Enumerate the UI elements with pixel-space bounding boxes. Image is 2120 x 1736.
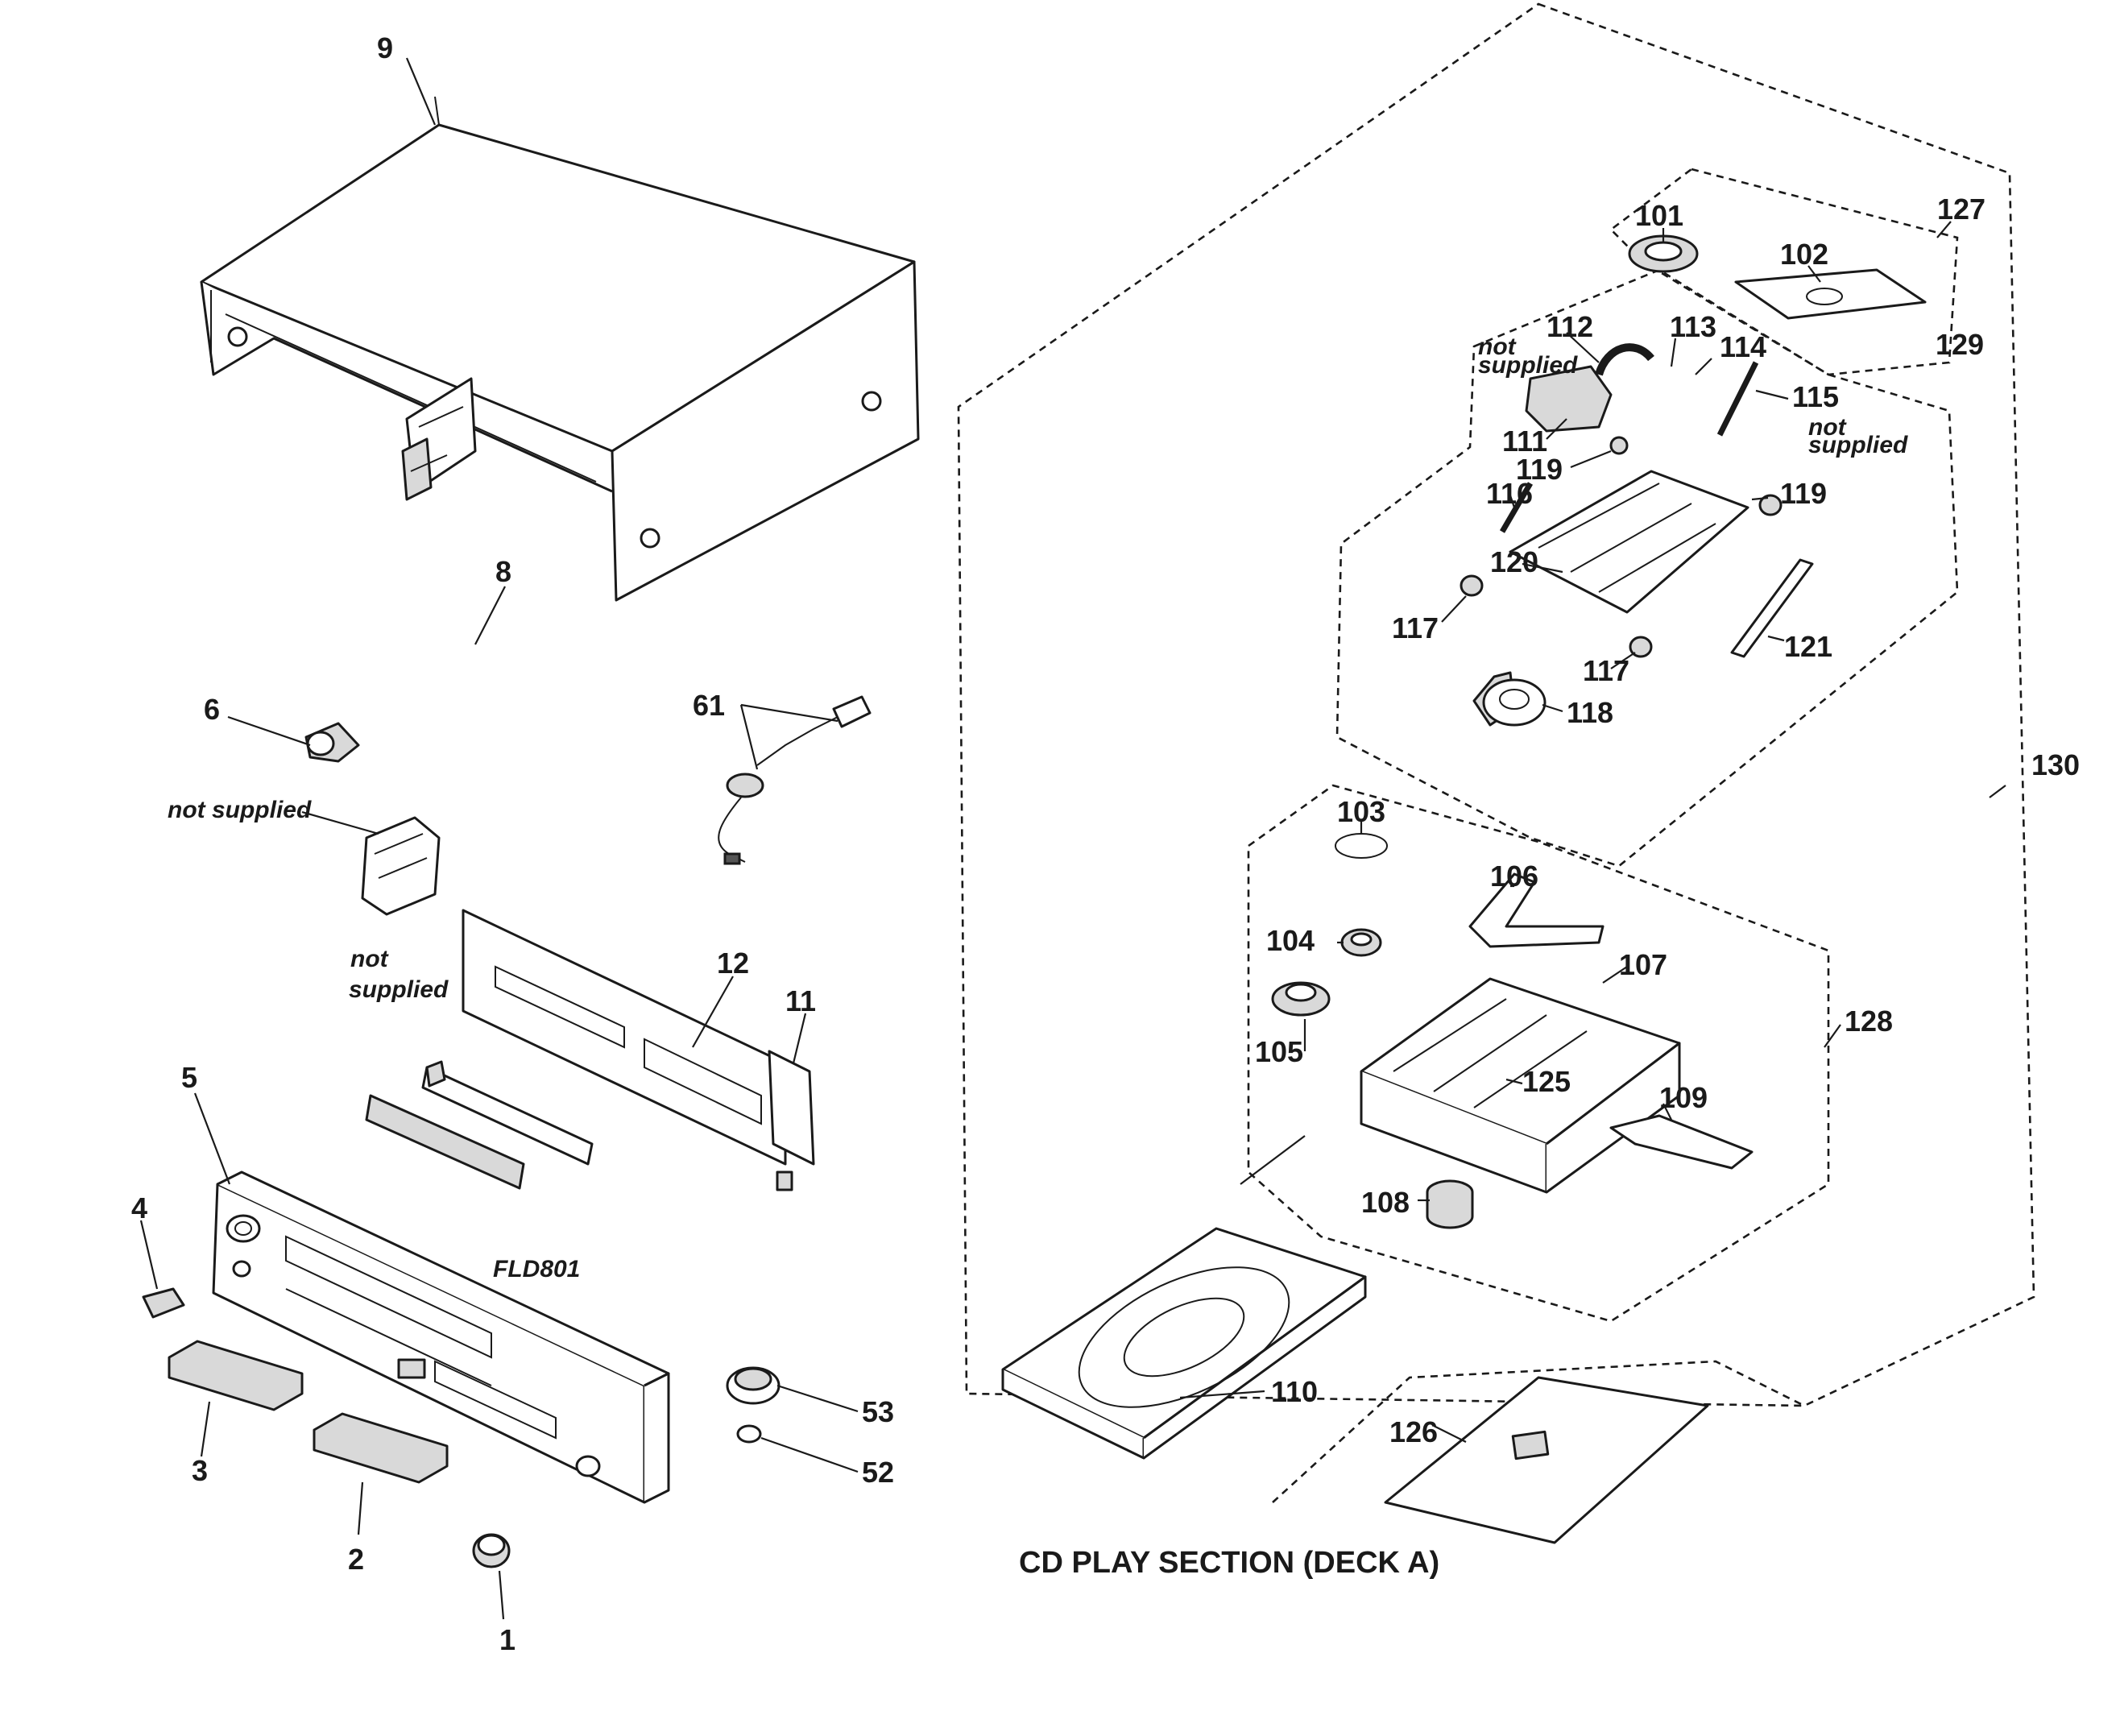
label-116: 116 — [1486, 477, 1533, 510]
label-fld801: FLD801 — [493, 1256, 580, 1282]
section-caption: CD PLAY SECTION (DECK A) — [1019, 1546, 1439, 1580]
label-103: 103 — [1337, 795, 1385, 828]
label-1: 1 — [499, 1623, 516, 1656]
part-110-disc-tray — [1001, 1227, 1367, 1460]
label-101: 101 — [1635, 199, 1683, 232]
part-101-turntable — [1628, 234, 1699, 273]
part-126-sheet — [1384, 1376, 1709, 1544]
label-2: 2 — [348, 1543, 364, 1576]
label-106: 106 — [1490, 860, 1538, 893]
part-labels: 9 8 6 61 not supplied 12 11 not supplied… — [131, 31, 2080, 1656]
part-53-gear — [726, 1366, 781, 1405]
label-114: 114 — [1720, 330, 1766, 363]
label-119b: 119 — [1780, 477, 1827, 510]
part-fld-holder — [421, 1060, 594, 1166]
label-107: 107 — [1619, 948, 1667, 981]
section-127-boundary — [1609, 168, 1959, 376]
part-107-loader-frame — [1360, 977, 1681, 1194]
note-supplied-3: supplied — [1808, 432, 1908, 458]
part-117-insulators — [1460, 436, 1783, 658]
part-6-knob — [304, 722, 360, 763]
note-not-3: not — [1808, 414, 1848, 441]
label-115: 115 — [1792, 380, 1839, 413]
label-3: 3 — [192, 1454, 208, 1487]
part-9-cabinet — [200, 96, 920, 602]
note-supplied-1: supplied — [349, 976, 449, 1003]
part-12-display-holder — [462, 909, 787, 1166]
section-126-boundary — [1272, 1360, 1805, 1503]
part-116-shaft — [1499, 482, 1534, 533]
part-3-button-bar — [168, 1340, 304, 1411]
part-105-gear — [1271, 981, 1331, 1017]
part-115-shaft — [1716, 361, 1759, 437]
label-105: 105 — [1255, 1035, 1303, 1068]
label-8: 8 — [495, 555, 511, 588]
label-117a: 117 — [1392, 611, 1439, 644]
label-6: 6 — [204, 693, 220, 726]
part-5-front-panel — [212, 1170, 670, 1504]
label-53: 53 — [862, 1395, 894, 1428]
label-102: 102 — [1780, 238, 1828, 271]
part-4-lamp — [142, 1287, 185, 1319]
label-112: 112 — [1547, 310, 1593, 343]
leader-lines — [139, 57, 2006, 1620]
label-110: 110 — [1271, 1375, 1318, 1408]
label-109: 109 — [1659, 1081, 1708, 1114]
label-108: 108 — [1361, 1186, 1410, 1219]
part-129-chassis — [1509, 470, 1749, 614]
label-11: 11 — [785, 984, 816, 1017]
note-supplied-2: supplied — [1478, 352, 1578, 379]
label-117b: 117 — [1583, 654, 1629, 687]
part-106-lever — [1468, 872, 1604, 948]
label-128: 128 — [1845, 1005, 1893, 1038]
label-121: 121 — [1784, 630, 1832, 663]
label-104: 104 — [1266, 924, 1315, 957]
label-5: 5 — [181, 1061, 197, 1094]
label-61: 61 — [693, 689, 725, 722]
label-126: 126 — [1389, 1415, 1438, 1448]
label-113: 113 — [1670, 310, 1716, 343]
part-121-rack — [1730, 558, 1814, 658]
part-108-motor — [1426, 1179, 1474, 1229]
part-112-flex-cable — [1595, 343, 1654, 376]
label-125: 125 — [1522, 1065, 1571, 1098]
label-130: 130 — [2031, 748, 2080, 781]
label-119a: 119 — [1516, 453, 1563, 486]
part-118-motor — [1472, 671, 1547, 727]
part-52-washer — [736, 1424, 762, 1444]
part-2-button-bar — [313, 1412, 449, 1484]
label-120: 120 — [1490, 545, 1538, 578]
part-fld801-display — [365, 1094, 525, 1190]
part-8-bracket — [401, 377, 477, 501]
part-109-slider — [1609, 1114, 1754, 1170]
label-12: 12 — [717, 947, 749, 980]
section-boundaries — [957, 2, 2035, 1503]
section-130-boundary — [957, 2, 2035, 1407]
part-11-pcb — [768, 1050, 815, 1191]
part-103-belt — [1335, 833, 1388, 859]
note-not-supplied-1: not supplied — [168, 797, 312, 823]
part-104-pulley — [1340, 928, 1382, 957]
section-128-boundary — [1247, 784, 1830, 1323]
part-switch-board — [361, 816, 441, 916]
label-9: 9 — [377, 31, 393, 64]
note-not-2: not — [1478, 334, 1518, 360]
part-61-power-cord — [718, 695, 872, 865]
label-127: 127 — [1937, 193, 1985, 226]
label-111: 111 — [1502, 425, 1547, 458]
label-4: 4 — [131, 1191, 147, 1224]
part-1-knob — [472, 1533, 511, 1568]
label-129: 129 — [1936, 328, 1984, 361]
part-111-pickup — [1525, 365, 1613, 433]
label-118: 118 — [1567, 696, 1613, 729]
label-52: 52 — [862, 1456, 894, 1489]
note-not-1: not — [350, 946, 390, 972]
part-102-clamp-plate — [1734, 268, 1927, 320]
